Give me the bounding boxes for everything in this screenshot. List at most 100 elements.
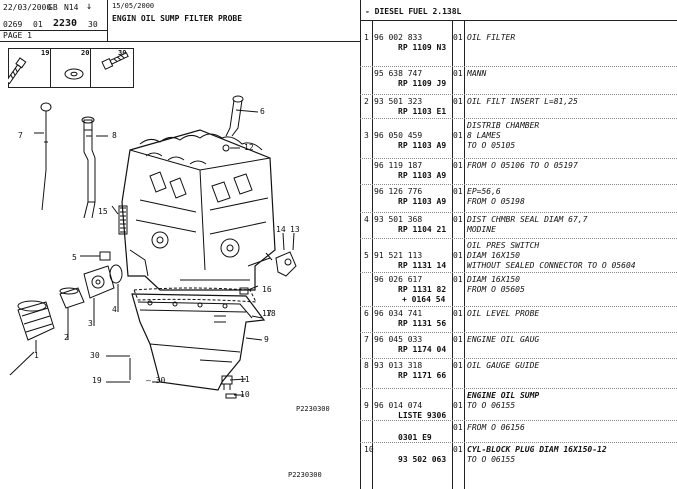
row-description: TO O 05105: [467, 141, 516, 150]
header-divider-v: [107, 0, 108, 42]
header-date: 22/03/2000: [3, 3, 52, 12]
row-description: EP=56,6: [467, 187, 501, 196]
row-description: DISTRIB CHAMBER: [467, 121, 540, 130]
callout-5: 5: [72, 253, 77, 262]
column-divider: [360, 0, 361, 489]
row-qty: 01: [453, 423, 463, 432]
row-item-number: 7: [364, 335, 369, 344]
row-reference-2: + 0164 54: [402, 295, 446, 304]
row-description: TO O 06155: [467, 455, 516, 464]
row-separator: [360, 184, 677, 186]
inset-label-19: 19: [41, 49, 50, 57]
row-part-number: 96 026 617: [374, 275, 423, 284]
row-part-number: 93 013 318: [374, 361, 423, 370]
row-description: TO O 06155: [467, 401, 516, 410]
row-reference: RP 1109 J9: [398, 79, 447, 88]
row-part-number: 96 034 741: [374, 309, 423, 318]
callout-20: 30: [90, 351, 100, 360]
pump-fitting-icon: [275, 232, 297, 277]
header-code-main: 2230: [53, 18, 78, 29]
row-qty: 01: [453, 131, 463, 140]
row-part-number: 96 002 833: [374, 33, 423, 42]
section-rule: [360, 20, 677, 21]
header-model: N14: [64, 3, 79, 12]
inset-parts-drawing: [8, 52, 129, 85]
row-part-number: 93 501 368: [374, 215, 423, 224]
row-description: MANN: [467, 69, 487, 78]
row-part-number: 93 501 323: [374, 97, 423, 106]
header-page: PAGE 1: [3, 31, 32, 40]
row-description: OIL PRES SWITCH: [467, 241, 540, 250]
row-description: DIAM 16X150: [467, 275, 520, 284]
header-divider: [0, 30, 108, 31]
callout-10: 10: [240, 390, 250, 399]
engine-block-icon: [121, 129, 276, 291]
row-reference: RP 1131 56: [398, 319, 447, 328]
section-title-text: DIESEL FUEL 2.138L: [374, 7, 462, 16]
row-description: FROM O 05106 TO O 05197: [467, 161, 578, 170]
row-separator: [360, 66, 677, 68]
distribution-chamber-icon: [83, 265, 115, 314]
qty-column-rule: [452, 20, 453, 489]
callout-11: 11: [240, 375, 250, 384]
header-lang: GB: [48, 3, 58, 12]
row-reference: RP 1109 N3: [398, 43, 447, 52]
row-separator: [360, 158, 677, 160]
row-qty: 01: [453, 69, 463, 78]
row-separator: [360, 420, 677, 422]
row-item-number: 6: [364, 309, 369, 318]
chamber-seal-icon: [109, 264, 123, 304]
row-separator: [360, 272, 677, 274]
inset-label-30: 30: [118, 49, 127, 57]
row-reference: LISTE 9306: [398, 411, 447, 420]
row-item-number: 10: [364, 445, 374, 454]
row-qty: 01: [453, 275, 463, 284]
row-part-number: 96 126 776: [374, 187, 423, 196]
row-reference: RP 1103 A9: [398, 141, 447, 150]
row-part-number: 91 521 113: [374, 251, 423, 260]
spring-icon: [118, 205, 128, 235]
row-qty: 01: [453, 33, 463, 42]
row-description: MODINE: [467, 225, 496, 234]
row-reference: RP 1103 A9: [398, 197, 447, 206]
clip-icon: [222, 144, 240, 152]
row-reference: RP 1104 21: [398, 225, 447, 234]
row-separator: [360, 306, 677, 308]
callout-8: 8: [112, 131, 117, 140]
row-description: WITHOUT SEALED CONNECTOR TO O 05604: [467, 261, 636, 270]
row-description: DIAM 16X150: [467, 251, 520, 260]
callout-30-text: 30: [155, 376, 166, 385]
inset-box: [8, 48, 134, 88]
row-reference: RP 1174 04: [398, 345, 447, 354]
row-reference: RP 1131 82: [398, 285, 447, 294]
row-qty: 01: [453, 187, 463, 196]
row-qty: 01: [453, 161, 463, 170]
desc-column-rule: [464, 20, 465, 489]
row-reference: RP 1171 66: [398, 371, 447, 380]
filter-insert-icon: [59, 287, 85, 326]
row-reference: 93 502 063: [398, 455, 447, 464]
row-qty: 01: [453, 361, 463, 370]
row-item-number: 3: [364, 131, 369, 140]
callout-30: — 30: [146, 376, 166, 385]
inset-divider-2: [90, 48, 91, 88]
row-reference: 0301 E9: [398, 433, 432, 442]
row-reference: RP 1131 14: [398, 261, 447, 270]
row-separator: [360, 94, 677, 96]
item-column-rule: [372, 20, 373, 489]
callout-16: 16: [262, 285, 272, 294]
header-code-suffix: 30: [88, 20, 98, 29]
side-plug-icon: [239, 287, 249, 295]
row-part-number: 96 014 074: [374, 401, 423, 410]
row-description: DIST CHMBR SEAL DIAM 67,7: [467, 215, 588, 224]
row-item-number: 8: [364, 361, 369, 370]
inset-divider-1: [50, 48, 51, 88]
screw-icon: [101, 52, 129, 70]
row-part-number: 96 050 459: [374, 131, 423, 140]
row-item-number: 4: [364, 215, 369, 224]
callout-13: 13: [290, 225, 300, 234]
row-part-number: 96 045 033: [374, 335, 423, 344]
section-title: - DIESEL FUEL 2.138L: [365, 7, 462, 16]
row-separator: [360, 358, 677, 360]
callout-9: 9: [264, 335, 269, 344]
